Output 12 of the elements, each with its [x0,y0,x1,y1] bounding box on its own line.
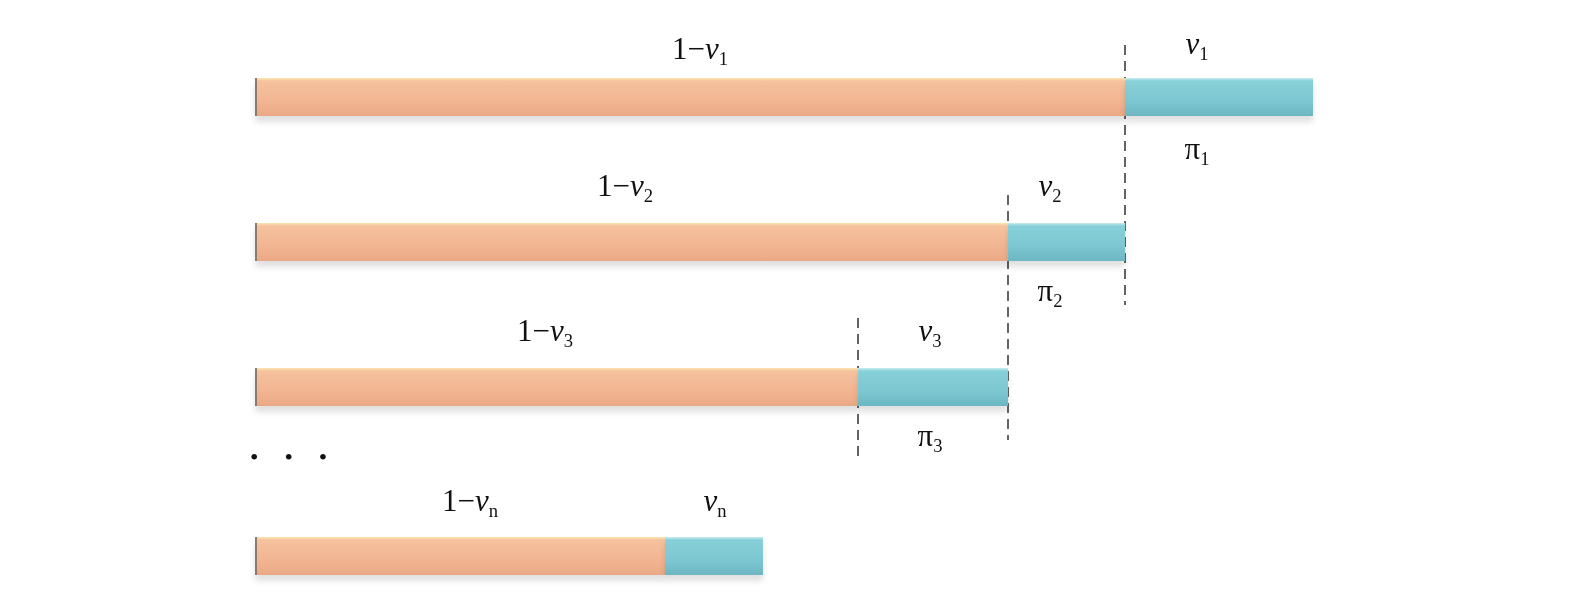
ellipsis-label: • • • [250,445,338,469]
math-label: v$_{3}$ [918,315,942,351]
math-label: π$_{1}$ [1184,133,1210,169]
math-label: v$_{1}$ [1185,28,1209,64]
math-label: 1−v$_{2}$ [596,170,653,206]
math-label: π$_{2}$ [1037,275,1063,311]
math-label: π$_{3}$ [917,420,943,456]
math-label: 1−v$_{n}$ [441,485,498,521]
math-label: v$_{n}$ [703,485,727,521]
math-label: 1−v$_{1}$ [671,33,728,69]
math-label: v$_{2}$ [1038,170,1062,206]
math-label: 1−v$_{3}$ [516,315,573,351]
